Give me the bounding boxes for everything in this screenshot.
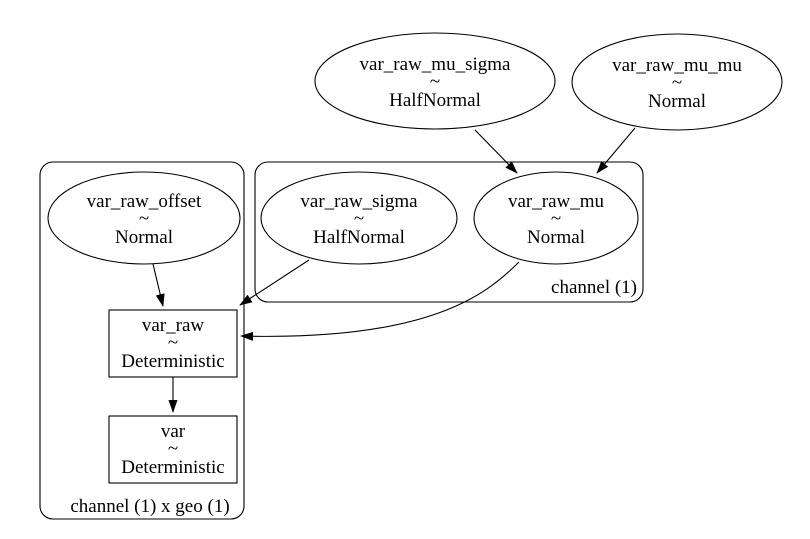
- node-var-raw-mu-sigma: var_raw_mu_sigma ~ HalfNormal: [314, 32, 556, 130]
- node-var-raw-dist: Deterministic: [121, 351, 224, 372]
- node-var-raw-mu-shape: [473, 171, 639, 265]
- node-var-raw-sigma: var_raw_sigma ~ HalfNormal: [260, 171, 458, 265]
- edges: [152, 127, 636, 413]
- node-var-op: ~: [168, 438, 178, 459]
- node-var-raw-offset-dist: Normal: [115, 227, 173, 248]
- node-var-raw-sigma-name: var_raw_sigma: [300, 191, 418, 212]
- edge-var-raw-offset-to-var-raw: [152, 263, 165, 307]
- node-var-raw-mu-mu: var_raw_mu_mu ~ Normal: [571, 33, 783, 131]
- node-var-raw-offset: var_raw_offset ~ Normal: [47, 171, 241, 265]
- node-var-shape: [108, 415, 238, 484]
- node-var-raw-mu-sigma-op: ~: [430, 71, 440, 92]
- node-var-raw-mu-name: var_raw_mu: [508, 191, 605, 212]
- node-var-raw-sigma-op: ~: [354, 208, 364, 229]
- node-var-raw-shape: [108, 309, 238, 378]
- node-var-raw-op: ~: [168, 332, 178, 353]
- plate-channel-geo-label: channel (1) x geo (1): [70, 496, 229, 517]
- node-var-raw-name: var_raw: [142, 315, 205, 336]
- node-var-raw-mu-dist: Normal: [527, 227, 585, 248]
- node-var-raw-mu-op: ~: [551, 208, 561, 229]
- node-var-raw-offset-name: var_raw_offset: [87, 191, 202, 212]
- node-var-raw-mu: var_raw_mu ~ Normal: [473, 171, 639, 265]
- node-var-dist: Deterministic: [121, 457, 224, 478]
- node-var: var ~ Deterministic: [108, 415, 238, 484]
- node-var-raw-mu-sigma-shape: [314, 32, 556, 130]
- node-var-raw-mu-sigma-name: var_raw_mu_sigma: [360, 54, 511, 75]
- node-var-raw-mu-mu-op: ~: [672, 72, 682, 93]
- plate-channel-border: [254, 161, 644, 303]
- edge-var-raw-sigma-to-var-raw: [239, 259, 310, 306]
- node-var-raw-sigma-dist: HalfNormal: [313, 227, 405, 248]
- node-var-raw-mu-mu-name: var_raw_mu_mu: [612, 55, 742, 76]
- plate-channel-label: channel (1): [551, 277, 637, 298]
- edge-var-raw-mu-sigma-to-var-raw-mu: [474, 129, 518, 174]
- node-var-raw-mu-sigma-dist: HalfNormal: [389, 90, 481, 111]
- edge-var-raw-mu-mu-to-var-raw-mu: [596, 127, 636, 174]
- node-var-raw: var_raw ~ Deterministic: [108, 309, 238, 378]
- node-var-name: var: [161, 421, 186, 442]
- node-var-raw-mu-mu-shape: [571, 33, 783, 131]
- edge-var-raw-mu-to-var-raw: [240, 261, 520, 341]
- node-var-raw-sigma-shape: [260, 171, 458, 265]
- plate-channel: channel (1): [254, 161, 644, 303]
- node-var-raw-mu-mu-dist: Normal: [648, 91, 706, 112]
- node-var-raw-offset-op: ~: [139, 208, 149, 229]
- node-var-raw-offset-shape: [47, 171, 241, 265]
